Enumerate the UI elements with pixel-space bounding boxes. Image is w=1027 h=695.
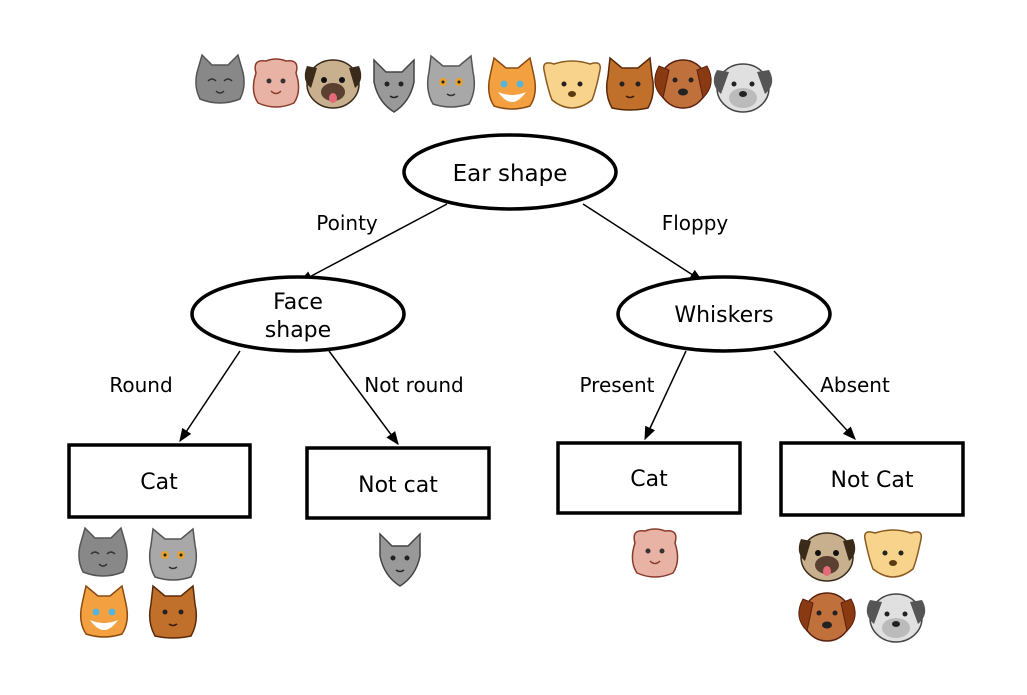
edge-pointy-arrow xyxy=(298,203,448,283)
edge-label-pointy: Pointy xyxy=(316,211,378,235)
edge-floppy-arrow xyxy=(582,203,704,282)
face-shape-label-line1: Face xyxy=(273,290,323,315)
leaf-not-cat-1: Not cat xyxy=(305,446,491,520)
brown-cat-icon xyxy=(148,584,198,639)
edge-label-absent: Absent xyxy=(820,373,890,397)
leaf2-animals xyxy=(379,532,421,587)
top-animal-row xyxy=(195,53,773,113)
edge-label-round: Round xyxy=(109,373,172,397)
leaf-cat-2-label: Cat xyxy=(630,467,668,492)
edge-label-present: Present xyxy=(579,373,654,397)
yellow-dog-icon xyxy=(863,529,923,578)
edge-not-round-arrow xyxy=(328,350,399,446)
gray-pointy-cat-icon xyxy=(379,532,421,587)
edge-label-floppy: Floppy xyxy=(662,211,729,235)
whiskers-node-label: Whiskers xyxy=(674,303,773,328)
orange-cat-icon xyxy=(487,56,537,110)
brown-dog-icon xyxy=(654,59,712,109)
leaf-not-cat-2: Not Cat xyxy=(779,441,965,517)
root-node-label: Ear shape xyxy=(453,161,568,187)
gray-cat-orange-eyes-icon xyxy=(148,527,198,581)
leaf3-animals xyxy=(631,528,679,578)
gray-dog-icon xyxy=(866,593,926,643)
edge-absent-arrow xyxy=(773,350,856,440)
orange-cat-icon xyxy=(79,584,129,638)
pug-dog-icon xyxy=(304,59,362,109)
face-shape-node: Face shape xyxy=(190,275,406,353)
pink-cat-icon xyxy=(631,528,679,578)
edge-present-arrow xyxy=(644,350,687,441)
pink-cat-icon xyxy=(252,58,300,108)
brown-cat-icon xyxy=(605,56,655,111)
leaf-not-cat-1-label: Not cat xyxy=(358,473,438,498)
leaf-cat-1-label: Cat xyxy=(140,470,178,495)
edge-label-not-round: Not round xyxy=(364,373,463,397)
face-shape-label-line2: shape xyxy=(265,318,331,343)
yellow-dog-icon xyxy=(542,60,602,109)
leaf4-animals xyxy=(798,529,926,643)
gray-cat-icon xyxy=(195,53,245,104)
leaf-not-cat-2-label: Not Cat xyxy=(830,468,913,493)
brown-dog-icon xyxy=(798,592,856,642)
leaf1-animals xyxy=(78,526,198,639)
edge-round-arrow xyxy=(179,350,241,443)
leaf-cat-1: Cat xyxy=(67,443,252,519)
gray-dog-icon xyxy=(713,63,773,113)
gray-cat-icon xyxy=(78,526,128,577)
gray-cat-orange-eyes-icon xyxy=(426,54,476,108)
pug-dog-icon xyxy=(798,532,856,582)
leaf-cat-2: Cat xyxy=(556,441,742,515)
whiskers-node: Whiskers xyxy=(616,275,832,353)
root-node: Ear shape xyxy=(402,133,618,211)
gray-pointy-cat-icon xyxy=(373,58,415,113)
